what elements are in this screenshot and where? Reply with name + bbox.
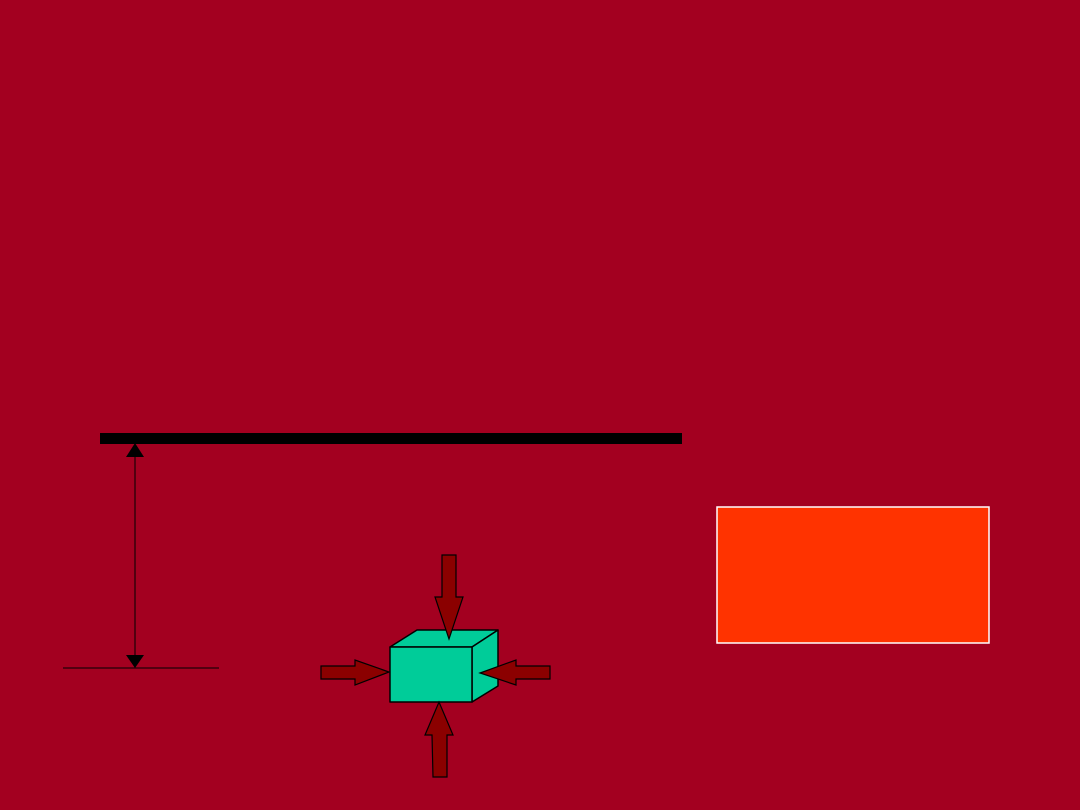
arrow-left-icon [478, 659, 551, 686]
cube [389, 629, 499, 703]
ceiling-bar [100, 433, 682, 444]
arrowhead-down-icon [126, 655, 144, 668]
orange-box [716, 506, 990, 644]
height-dimension-arrow [126, 443, 144, 668]
arrow-up-icon [424, 700, 454, 778]
arrowhead-up-icon [126, 443, 144, 457]
cube-front-face [389, 646, 473, 703]
arrow-down-icon [434, 554, 464, 641]
arrow-right-icon [320, 659, 391, 686]
